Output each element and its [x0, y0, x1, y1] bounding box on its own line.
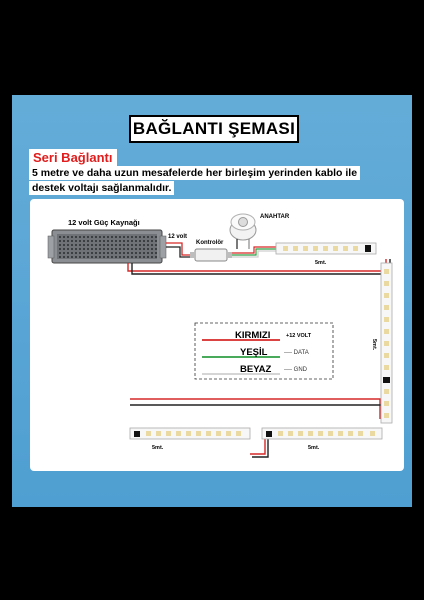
description-line-2: destek voltajı sağlanmalıdır. — [29, 181, 175, 195]
led-strip-bottom-right — [261, 427, 383, 440]
legend-desc-red: +12 VOLT — [286, 333, 312, 339]
led-strip-right — [380, 262, 393, 424]
wiring-diagram: 12 volt Güç Kaynağı 12 volt ANAHTAR Kont… — [30, 199, 404, 471]
strip-label-right: 5mt. — [371, 339, 377, 351]
legend-desc-green: ---- DATA — [284, 350, 309, 356]
page-title: BAĞLANTI ŞEMASI — [129, 115, 299, 143]
wires-psu-controller — [166, 242, 190, 258]
strip-label-top: 5mt. — [315, 260, 327, 266]
support-wires — [127, 259, 391, 458]
legend-name-red: KIRMIZI — [235, 330, 270, 341]
switch-icon — [229, 213, 257, 241]
led-strip-bottom-left — [129, 427, 251, 440]
strip-label-bottom-left: 5mt. — [152, 445, 164, 451]
controller-label: Kontrolör — [196, 240, 224, 246]
legend-name-white: BEYAZ — [240, 364, 272, 375]
legend-name-green: YEŞİL — [240, 347, 268, 358]
volt-label: 12 volt — [168, 234, 187, 240]
wires-controller-strip — [232, 246, 276, 258]
wiring-svg: 12 volt Güç Kaynağı 12 volt ANAHTAR Kont… — [47, 213, 393, 458]
switch-label: ANAHTAR — [260, 214, 290, 220]
legend-desc-white: ---- GND — [284, 367, 308, 373]
wires-switch — [236, 239, 250, 249]
controller-icon — [190, 248, 232, 262]
led-strip-top — [275, 242, 377, 255]
description-line-1: 5 metre ve daha uzun mesafelerde her bir… — [29, 166, 361, 180]
strip-label-bottom-right: 5mt. — [308, 445, 320, 451]
power-supply-icon — [47, 229, 167, 264]
power-supply-label: 12 volt Güç Kaynağı — [68, 218, 140, 227]
section-subtitle: Seri Bağlantı — [29, 149, 118, 166]
wire-legend: KIRMIZI +12 VOLT YEŞİL ---- DATA BEYAZ -… — [194, 322, 334, 380]
